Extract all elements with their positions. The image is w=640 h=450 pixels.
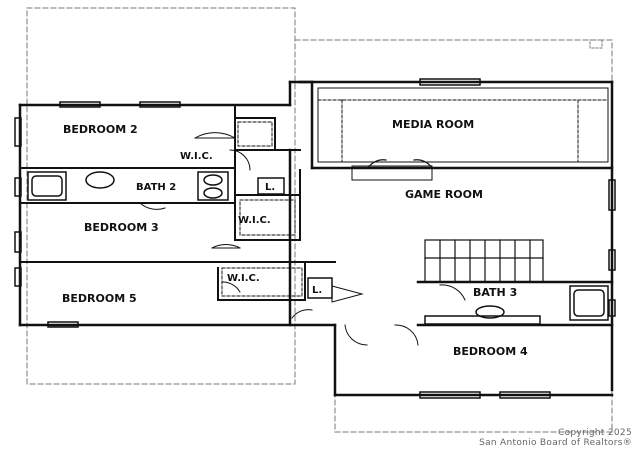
copyright-notice: Copyright 2025 San Antonio Board of Real… xyxy=(479,428,632,448)
label-bedroom-4: BEDROOM 4 xyxy=(453,345,528,358)
stairs xyxy=(424,239,544,283)
label-wic-3: W.I.C. xyxy=(227,273,260,284)
left-windows xyxy=(14,101,181,328)
copyright-line-2: San Antonio Board of Realtors® xyxy=(479,438,632,448)
bath3-fixtures xyxy=(424,285,609,325)
label-bath-3: BATH 3 xyxy=(473,286,517,299)
door-swings xyxy=(139,132,466,346)
dashed-outline xyxy=(26,7,613,433)
media-room-details xyxy=(317,87,609,181)
copyright-line-1: Copyright 2025 xyxy=(558,428,632,438)
label-linen-1: L. xyxy=(265,182,275,193)
right-windows xyxy=(419,78,616,399)
closet-shelves xyxy=(221,121,303,297)
label-wic-2: W.I.C. xyxy=(238,215,271,226)
arrow-icon xyxy=(331,285,364,303)
label-linen-2: L. xyxy=(312,285,322,296)
left-interior-walls xyxy=(19,104,336,301)
label-game-room: GAME ROOM xyxy=(405,188,483,201)
label-bath-2: BATH 2 xyxy=(136,182,176,193)
label-media-room: MEDIA ROOM xyxy=(392,118,474,131)
label-bedroom-5: BEDROOM 5 xyxy=(62,292,137,305)
label-bedroom-3: BEDROOM 3 xyxy=(84,221,159,234)
right-wing-walls xyxy=(288,80,614,397)
bath2-fixtures xyxy=(27,171,229,201)
dashed-box xyxy=(589,39,603,49)
label-wic-1: W.I.C. xyxy=(180,151,213,162)
room-labels: BEDROOM 2 W.I.C. BATH 2 BEDROOM 3 W.I.C.… xyxy=(62,118,528,358)
label-bedroom-2: BEDROOM 2 xyxy=(63,123,138,136)
